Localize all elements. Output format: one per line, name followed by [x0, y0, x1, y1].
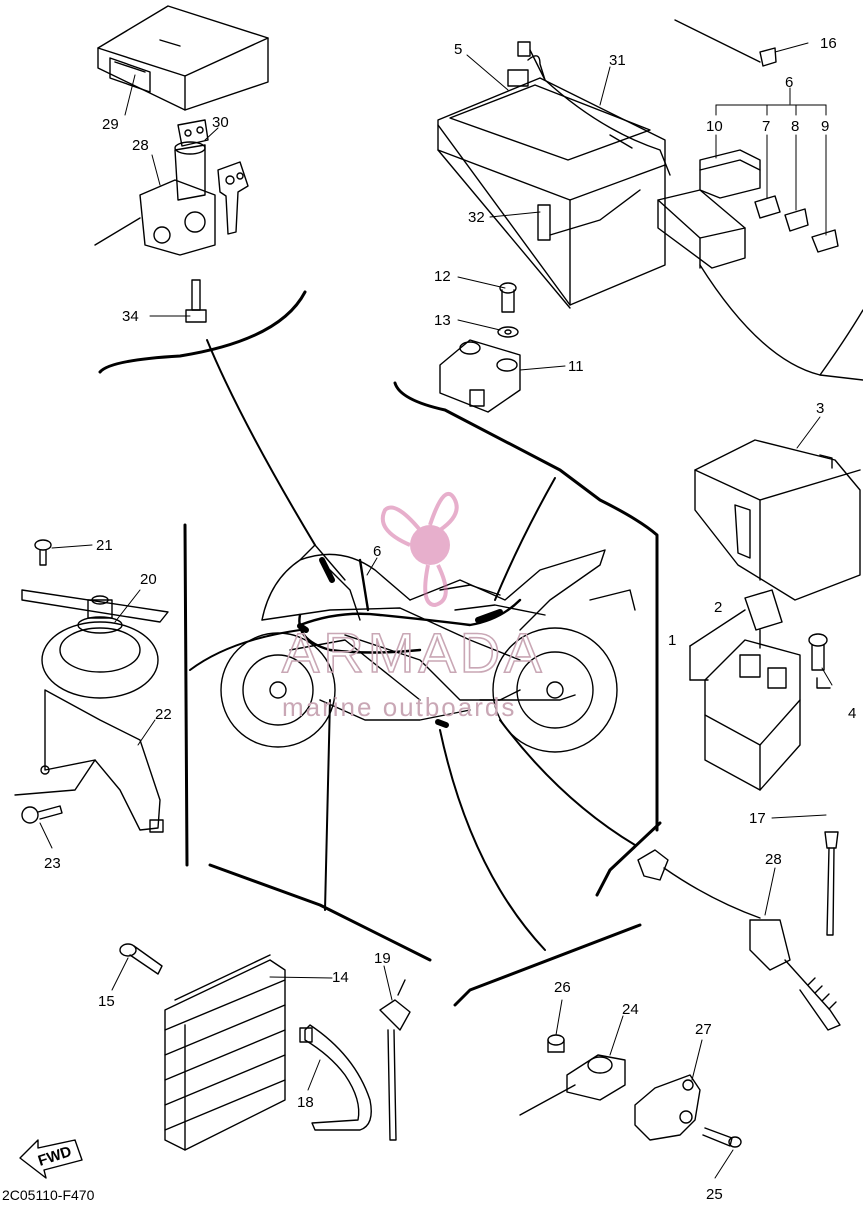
- bolt-4: [808, 633, 828, 671]
- callout-26: 26: [554, 979, 571, 996]
- watermark-logo: [380, 492, 459, 608]
- callout-17: 17: [749, 810, 766, 827]
- ecu-unit: [97, 5, 269, 111]
- watermark-title: ARMADA: [282, 621, 546, 684]
- callout-18: 18: [297, 1094, 314, 1111]
- battery-lead: [517, 41, 546, 81]
- battery: [437, 55, 671, 309]
- leader-lines: [189, 339, 636, 951]
- fuse-box: [657, 189, 863, 381]
- bolt-15: [119, 943, 163, 975]
- fuse-8: [784, 208, 809, 232]
- callout-5: 5: [454, 41, 462, 58]
- bracket-11: [439, 339, 521, 413]
- motorcycle-illustration: [220, 544, 636, 753]
- callout-6-top: 6: [785, 74, 793, 91]
- cover-3: [694, 439, 861, 601]
- bolt-34: [185, 279, 207, 323]
- callout-15: 15: [98, 993, 115, 1010]
- bolt-25: [702, 1127, 742, 1148]
- callout-20: 20: [140, 571, 157, 588]
- callout-12: 12: [434, 268, 451, 285]
- washer-13: [497, 326, 519, 338]
- callout-11: 11: [568, 358, 584, 375]
- callout-25: 25: [706, 1186, 723, 1203]
- fwd-arrow-icon: [19, 1139, 83, 1179]
- group-bracket-horn: [183, 523, 189, 867]
- clamp-18: [299, 1024, 372, 1131]
- callout-6-bike: 6: [373, 543, 381, 560]
- group-bracket-regulator: [208, 863, 432, 962]
- callout-10: 10: [706, 118, 723, 135]
- callout-31: 30: [212, 114, 229, 131]
- callout-21: 21: [96, 537, 113, 554]
- callout-33: 32: [468, 209, 485, 226]
- callout-9: 9: [821, 118, 829, 135]
- group-bracket-o2: [595, 821, 662, 897]
- screw-21: [34, 539, 52, 566]
- fuse-holder-10: [699, 149, 761, 199]
- relay-fuse-2: [744, 589, 783, 649]
- callout-34: 34: [122, 308, 139, 325]
- collar-26: [547, 1034, 565, 1053]
- wire-tie-16: [674, 19, 777, 67]
- group-bracket-ecu: [98, 290, 307, 374]
- ignition-key: [217, 161, 249, 235]
- callout-24: 24: [622, 1001, 639, 1018]
- callout-14: 14: [332, 969, 349, 986]
- callout-labels: 29 28 30 34 5 31 32 12 13 11 16 6 10 7 8…: [44, 35, 856, 1203]
- watermark-blade-3: [423, 564, 448, 608]
- callout-4: 4: [848, 705, 856, 722]
- callout-3: 3: [816, 400, 824, 417]
- o2-sensor: [637, 849, 841, 1031]
- callout-29: 28: [132, 137, 149, 154]
- sensor-24: [519, 1054, 626, 1116]
- callout-2: 2: [714, 599, 722, 616]
- main-switch: [94, 119, 216, 256]
- bolt-12: [499, 282, 517, 313]
- plate-27: [634, 1074, 701, 1141]
- callout-7: 7: [762, 118, 770, 135]
- watermark-propeller-hub: [410, 525, 450, 565]
- group-bracket-sensor: [453, 923, 642, 1007]
- callout-16: 16: [820, 35, 837, 52]
- callout-23: 23: [44, 855, 61, 872]
- harness-highlight: [297, 557, 503, 728]
- regulator: [164, 954, 286, 1151]
- starter-relay: [704, 639, 801, 791]
- clamp-19: [379, 979, 411, 1141]
- horn-bracket: [14, 689, 164, 833]
- diagram-code: 2C05110-F470: [2, 1187, 95, 1203]
- callout-27: 27: [695, 1021, 712, 1038]
- bolt-23: [21, 805, 63, 824]
- callout-bracket-1: [689, 609, 831, 689]
- callout-leaders: [39, 42, 833, 1179]
- callout-13: 13: [434, 312, 451, 329]
- callout-8: 8: [791, 118, 799, 135]
- watermark-blade-1: [428, 492, 459, 532]
- callout-22: 22: [155, 706, 172, 723]
- tie-17: [824, 831, 839, 936]
- fuse-9: [811, 229, 839, 253]
- group-bracket-battery: [393, 381, 659, 832]
- callout-19: 19: [374, 950, 391, 967]
- callout-32: 31: [609, 52, 626, 69]
- horn: [21, 589, 169, 699]
- callout-1: 1: [668, 632, 676, 649]
- fuse-7: [754, 195, 781, 219]
- watermark-blade-2: [380, 505, 422, 547]
- bolt-33: [537, 189, 641, 241]
- watermark-subtitle: marine outboards: [282, 692, 516, 722]
- callout-30: 29: [102, 116, 119, 133]
- callout-28: 28: [765, 851, 782, 868]
